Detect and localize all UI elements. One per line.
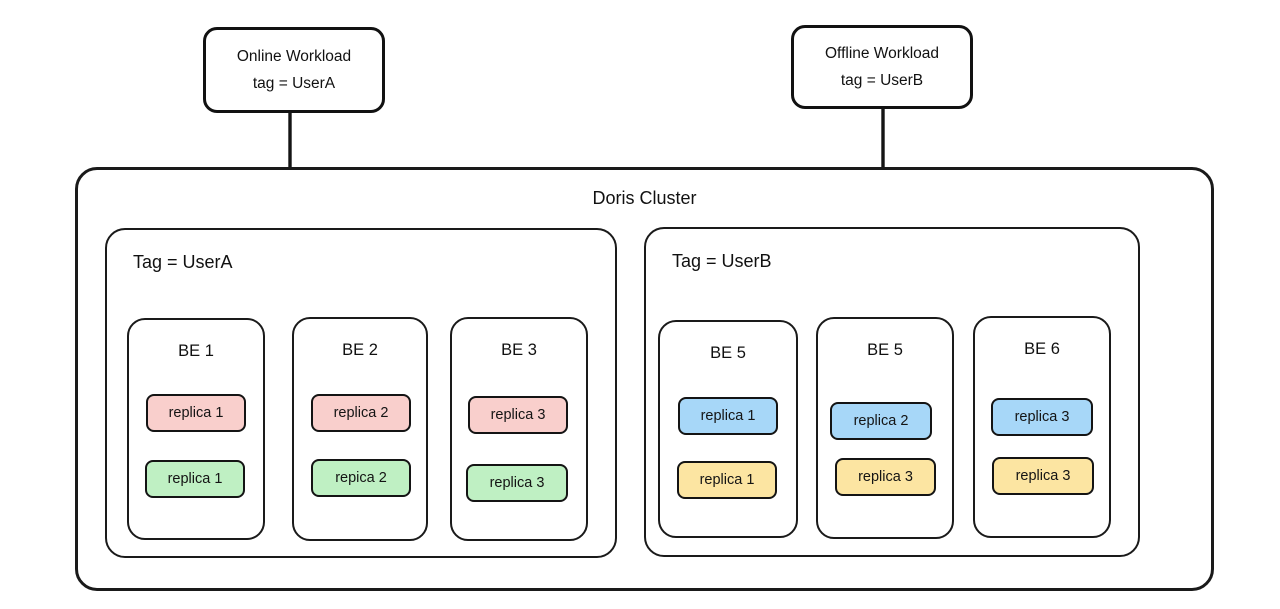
replica-chip[interactable]: replica 2 [830,402,932,440]
callout-online-line1: Online Workload [236,48,352,66]
replica-chip[interactable]: replica 3 [992,457,1094,495]
callout-offline-line1: Offline Workload [824,45,939,63]
replica-chip[interactable]: replica 2 [311,394,411,432]
cluster-title: Doris Cluster [592,188,697,208]
replica-chip[interactable]: replica 1 [145,460,245,498]
be-node-be-6-title: BE 6 [1024,340,1060,358]
callout-online-workload[interactable]: Online Workload tag = UserA [203,27,385,113]
replica-chip[interactable]: replica 1 [677,461,777,499]
replica-chip[interactable]: replica 3 [466,464,568,502]
be-node-be-5a-title: BE 5 [710,344,746,362]
be-node-be-2-title: BE 2 [342,341,378,359]
replica-chip[interactable]: replica 3 [835,458,936,496]
tag-group-userb-title: Tag = UserB [672,251,772,271]
callout-online-line2: tag = UserA [252,74,336,92]
replica-chip[interactable]: replica 1 [146,394,246,432]
be-node-be-1-title: BE 1 [178,342,214,360]
replica-chip[interactable]: replica 1 [678,397,778,435]
callout-offline-workload[interactable]: Offline Workload tag = UserB [791,25,973,109]
be-node-be-3-title: BE 3 [501,341,537,359]
tag-group-usera-title: Tag = UserA [133,252,233,272]
be-node-be-5b-title: BE 5 [867,341,903,359]
replica-chip[interactable]: replica 3 [991,398,1093,436]
replica-chip[interactable]: replica 3 [468,396,568,434]
replica-chip[interactable]: repica 2 [311,459,411,497]
callout-offline-line2: tag = UserB [840,71,924,89]
